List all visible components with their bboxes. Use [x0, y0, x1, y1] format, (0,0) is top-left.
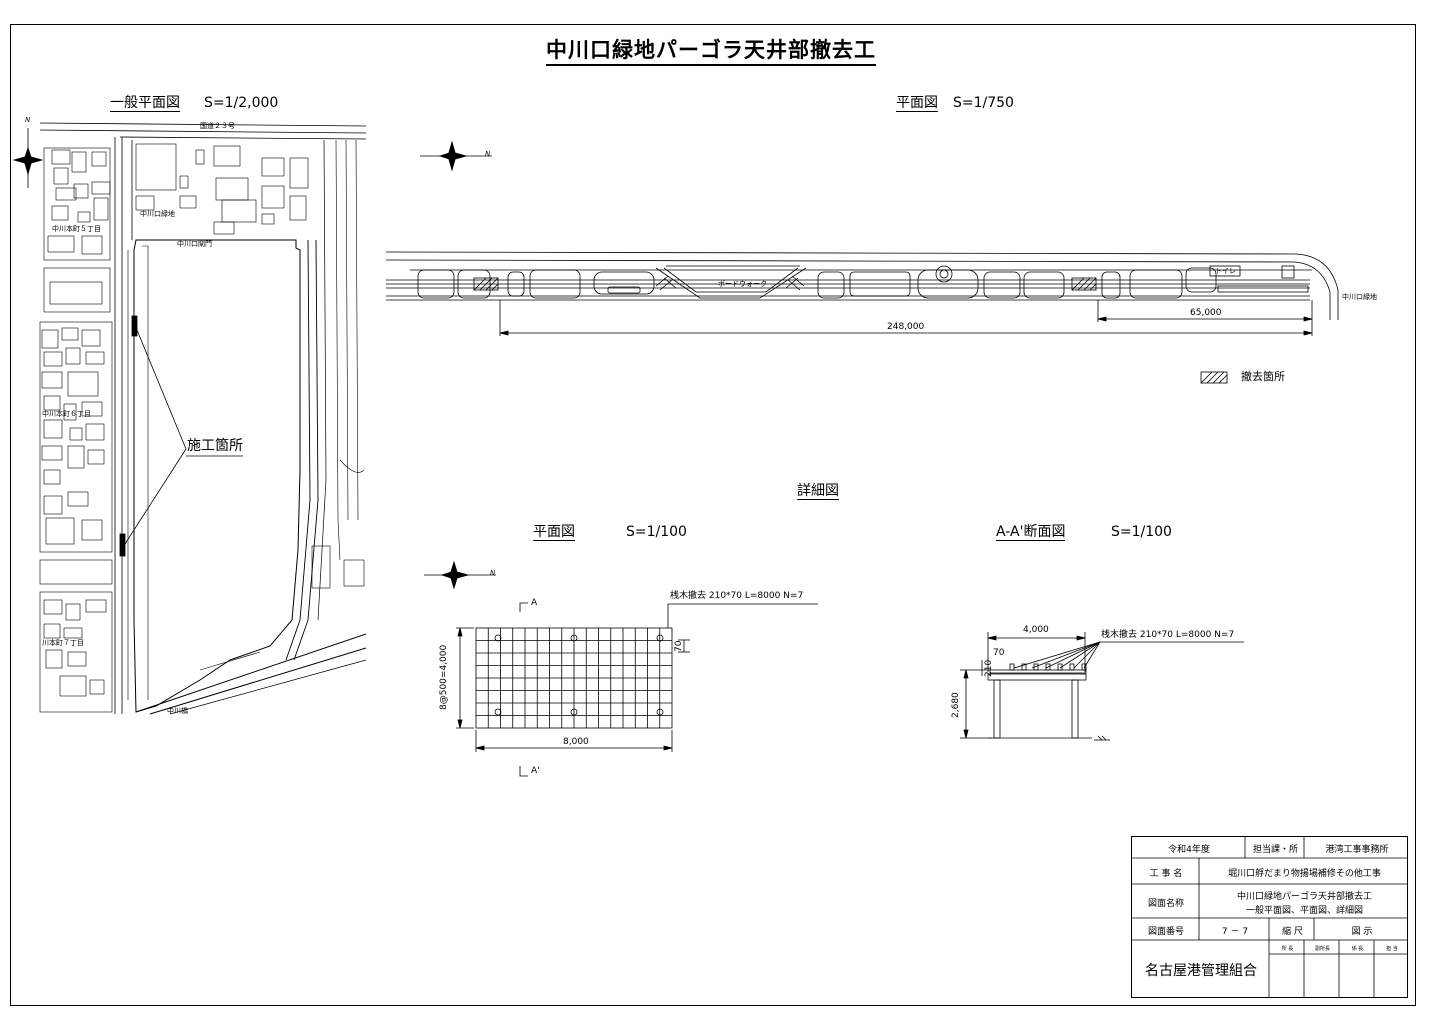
detail-plan-scale: S=1/100: [626, 524, 687, 540]
callout-section: 桟木撤去 210*70 L=8000 N=7: [1101, 630, 1235, 640]
park-small-label: 中川口緑地: [1342, 293, 1377, 301]
tb-drawing-line1: 中川口緑地パーゴラ天井部撤去工: [1236, 891, 1372, 902]
tb-role-chief: 所 長: [1281, 945, 1294, 952]
plan-label: 平面図: [896, 95, 938, 112]
tb-fiscal-year: 令和4年度: [1168, 844, 1210, 855]
toilet-label: トイレ: [1215, 267, 1236, 275]
tb-scale: 図 示: [1351, 926, 1373, 937]
town7-label: 川本町７丁目: [42, 639, 84, 647]
park-label: 中川口緑地: [140, 210, 175, 218]
dim-70: 70: [674, 640, 684, 652]
section-label: A-A'断面図: [996, 524, 1066, 541]
tb-work: 堀川口艀だまり物揚場補修その他工事: [1228, 868, 1381, 879]
tb-organization: 名古屋港管理組合: [1145, 963, 1257, 979]
tb-dept: 港湾工事事務所: [1325, 844, 1389, 855]
route-label: 国道２３号: [200, 122, 235, 130]
boardwalk-label: ボードウォーク: [718, 280, 767, 288]
tb-dept-label: 担当課・所: [1252, 844, 1298, 855]
tb-role-deputy: 副所長: [1314, 945, 1330, 952]
tb-work-label: 工 事 名: [1149, 868, 1183, 879]
dim-width: 8,000: [563, 737, 589, 747]
site-label: 施工箇所: [187, 438, 243, 454]
town5-label: 中川本町５丁目: [52, 225, 101, 233]
tb-scale-label: 縮 尺: [1282, 926, 1303, 937]
legend-label: 撤去箇所: [1241, 370, 1285, 383]
detail-heading: 詳細図: [797, 483, 839, 500]
sec-70: 70: [993, 648, 1005, 658]
plan-scale: S=1/750: [953, 95, 1014, 111]
general-plan-label: 一般平面図: [110, 95, 180, 112]
bridge-label: 中川橋: [167, 707, 188, 715]
detail-plan-label: 平面図: [533, 524, 575, 541]
section-scale: S=1/100: [1111, 524, 1172, 540]
tb-role-staff: 担 当: [1386, 945, 1398, 952]
title-block: 令和4年度 担当課・所 港湾工事事務所 工 事 名 堀川口艀だまり物揚場補修その…: [1131, 836, 1408, 998]
sec-height: 2,680: [951, 692, 961, 718]
general-plan-scale: S=1/2,000: [204, 95, 279, 111]
sec-width: 4,000: [1023, 625, 1049, 635]
sec-210: 210: [984, 659, 994, 677]
title-block-grid: [1131, 836, 1408, 998]
plan-north-label: N: [485, 150, 491, 158]
tb-role-section: 係 長: [1351, 945, 1364, 952]
tb-number-label: 図面番号: [1147, 926, 1184, 937]
detail-north-label: N: [490, 569, 496, 577]
lock-label: 中川口閘門: [177, 240, 212, 248]
drawing-frame: [10, 24, 1416, 1006]
drawing-title: 中川口緑地パーゴラ天井部撤去工: [546, 40, 876, 66]
tb-drawing-label: 図面名称: [1147, 898, 1184, 909]
section-mark-a: A: [531, 598, 538, 608]
tb-number: 7 － 7: [1221, 926, 1249, 937]
town6-label: 中川本町６丁目: [42, 410, 91, 418]
map-north-label: N: [25, 116, 31, 124]
dim-side: 8@500=4,000: [439, 644, 449, 710]
dimension-part: 65,000: [1190, 308, 1222, 318]
section-mark-a2: A': [531, 766, 540, 776]
dimension-total: 248,000: [887, 322, 925, 332]
tb-drawing-line2: 一般平面図、平面図、詳細図: [1245, 905, 1363, 916]
callout-plan: 桟木撤去 210*70 L=8000 N=7: [670, 591, 804, 601]
